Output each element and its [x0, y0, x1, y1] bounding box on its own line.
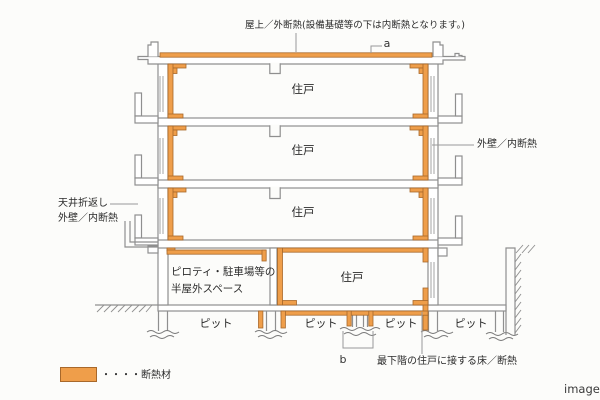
- left-label-line2: 外壁／内断熱: [58, 213, 118, 224]
- pit-label-4: ピット: [454, 317, 488, 330]
- unit-label-floor3: 住戸: [291, 205, 315, 219]
- image-watermark: image: [564, 382, 600, 396]
- building-structure: [124, 41, 507, 312]
- left-label-line1: 天井折返し: [58, 198, 108, 209]
- right-wall-label: 外壁／内断熱: [477, 139, 537, 150]
- pit-label-3: ピット: [384, 317, 418, 330]
- roof-slab: [137, 55, 466, 65]
- pit-label-1: ピット: [199, 317, 233, 330]
- piloti-boundary-wall: [269, 247, 278, 306]
- right-parapet: [432, 41, 444, 57]
- unit-label-floor2: 住戸: [291, 143, 315, 157]
- piloti-label-line2: 半屋外スペース: [171, 283, 244, 295]
- pit-label-2: ピット: [304, 317, 338, 330]
- marker-b-label: b: [339, 353, 347, 366]
- ceiling-beam-notches: [269, 62, 281, 200]
- roof-note-label: 屋上／外断熱(設備基礎等の下は内断熱となります。): [245, 20, 465, 31]
- marker-a-bracket: [370, 45, 382, 53]
- roof-edge-detail: [454, 52, 463, 57]
- piloti-label-line1: ピロティ・駐車場等の: [171, 266, 276, 278]
- under-floor-insulation: [280, 310, 429, 316]
- retaining-wall: [505, 244, 536, 335]
- left-parapet: [147, 41, 159, 57]
- right-protrusions: [437, 93, 463, 257]
- legend-label: ・・・・断熱材: [101, 370, 171, 381]
- marker-b-bracket: [342, 331, 374, 349]
- windows: [159, 76, 435, 298]
- left-balconies: [134, 92, 159, 246]
- marker-a-label: a: [383, 37, 391, 50]
- ground-and-foundation: [95, 304, 505, 332]
- bottom-floor-label: 最下階の住戸に接する床／断熱: [377, 356, 517, 367]
- unit-label-ground: 住戸: [340, 270, 364, 284]
- insulation-material: [159, 52, 433, 331]
- roof-insulation: [159, 52, 433, 58]
- unit-label-floor1: 住戸: [291, 82, 315, 96]
- break-lines: [146, 327, 519, 341]
- piloti-ceiling-insulation: [166, 249, 267, 255]
- ground-left-stub: [124, 221, 158, 248]
- legend-insulation-swatch: [60, 367, 97, 382]
- leader-lines: [110, 33, 474, 354]
- piloti-ledge: [147, 245, 159, 254]
